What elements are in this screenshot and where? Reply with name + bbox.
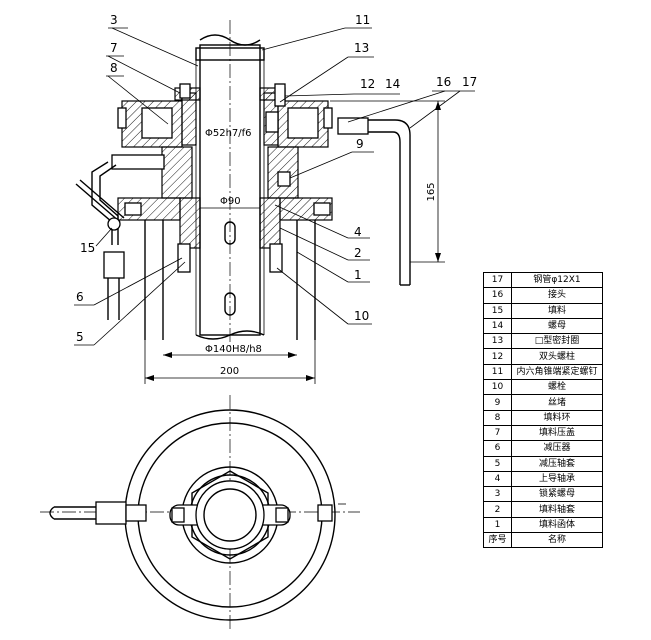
dim-fit-52: Φ52h7/f6 — [205, 128, 252, 139]
callout-14: 14 — [385, 77, 400, 91]
bom-row-name: 填料轴套 — [511, 501, 603, 518]
dim-fit-140: Φ140H8/h8 — [205, 344, 262, 355]
bom-row-number: 4 — [483, 470, 512, 488]
section-view — [75, 20, 411, 350]
bom-row-number: 13 — [483, 333, 512, 350]
callout-7: 7 — [110, 41, 118, 55]
bom-row-number: 6 — [483, 440, 512, 457]
bom-row-number: 12 — [483, 348, 512, 365]
bom-row-number: 8 — [483, 409, 512, 426]
bom-row-number: 14 — [483, 317, 512, 335]
bom-row-name: 填料 — [511, 302, 603, 319]
bom-row-number: 1 — [483, 516, 512, 534]
callout-6: 6 — [76, 290, 84, 304]
callout-1: 1 — [354, 268, 362, 282]
bom-header-name: 名称 — [511, 532, 603, 549]
reducer-left — [177, 243, 191, 273]
plan-view — [40, 395, 360, 630]
callouts: 3 7 8 11 13 12 14 16 17 9 4 — [74, 13, 477, 346]
bom-row-name: 内六角锥端紧定螺钉 — [511, 363, 603, 381]
body-wall-left — [161, 146, 193, 199]
callout-11: 11 — [355, 13, 370, 27]
dim-dia-90: Φ90 — [220, 196, 241, 207]
bom-row: 13□型密封圈 — [483, 333, 603, 350]
callout-10: 10 — [354, 309, 369, 323]
bom-row-name: 接头 — [511, 287, 603, 304]
bom-row-name: 锁紧螺母 — [511, 486, 603, 503]
callout-5: 5 — [76, 330, 84, 344]
bom-row-number: 17 — [483, 271, 512, 289]
plan-valve — [95, 501, 127, 525]
side-port — [111, 154, 165, 170]
sleeve-left — [179, 197, 201, 249]
bom-row-number: 10 — [483, 379, 512, 396]
bom-row-name: 上导轴承 — [511, 470, 603, 488]
bom-row-name: □型密封圈 — [511, 333, 603, 350]
bom-row-name: 双头螺柱 — [511, 348, 603, 365]
bom-row-name: 丝堵 — [511, 394, 603, 411]
reducer-right — [269, 243, 283, 273]
bom-row-number: 5 — [483, 455, 512, 472]
bom-row-number: 11 — [483, 363, 512, 381]
bom-row-name: 减压轴套 — [511, 455, 603, 472]
bom-row-name: 钢管φ12X1 — [511, 271, 603, 289]
bom-row-number: 2 — [483, 501, 512, 518]
bom-header: 序号名称 — [483, 532, 603, 549]
bom-header-number: 序号 — [483, 532, 512, 549]
bom-row-name: 填料环 — [511, 409, 603, 426]
bom-row-number: 7 — [483, 424, 512, 442]
dim-200: 200 — [220, 366, 239, 377]
dimensions: 165 Φ52h7/f6 Φ90 Φ140H8/h8 200 — [144, 100, 445, 384]
callout-9: 9 — [356, 137, 364, 151]
callout-16: 16 — [436, 75, 451, 89]
packing-left — [181, 92, 197, 146]
bom-row-number: 16 — [483, 287, 512, 304]
dim-165: 165 — [426, 182, 437, 201]
callout-3: 3 — [110, 13, 118, 27]
callout-2: 2 — [354, 246, 362, 260]
bom-row-name: 螺母 — [511, 317, 603, 335]
callout-15: 15 — [80, 241, 95, 255]
bom-row-name: 填料函体 — [511, 516, 603, 534]
bom-row-number: 3 — [483, 486, 512, 503]
bom-row-name: 螺栓 — [511, 379, 603, 396]
bom-row-name: 填料压盖 — [511, 424, 603, 442]
callout-12: 12 — [360, 77, 375, 91]
bom-row-number: 15 — [483, 302, 512, 319]
callout-4: 4 — [354, 225, 362, 239]
callout-17: 17 — [462, 75, 477, 89]
callout-8: 8 — [110, 61, 118, 75]
pipe-fitting — [337, 117, 369, 135]
bom-row-name: 减压器 — [511, 440, 603, 457]
callout-13: 13 — [354, 41, 369, 55]
bom-row-number: 9 — [483, 394, 512, 411]
valve-handle — [75, 183, 121, 223]
